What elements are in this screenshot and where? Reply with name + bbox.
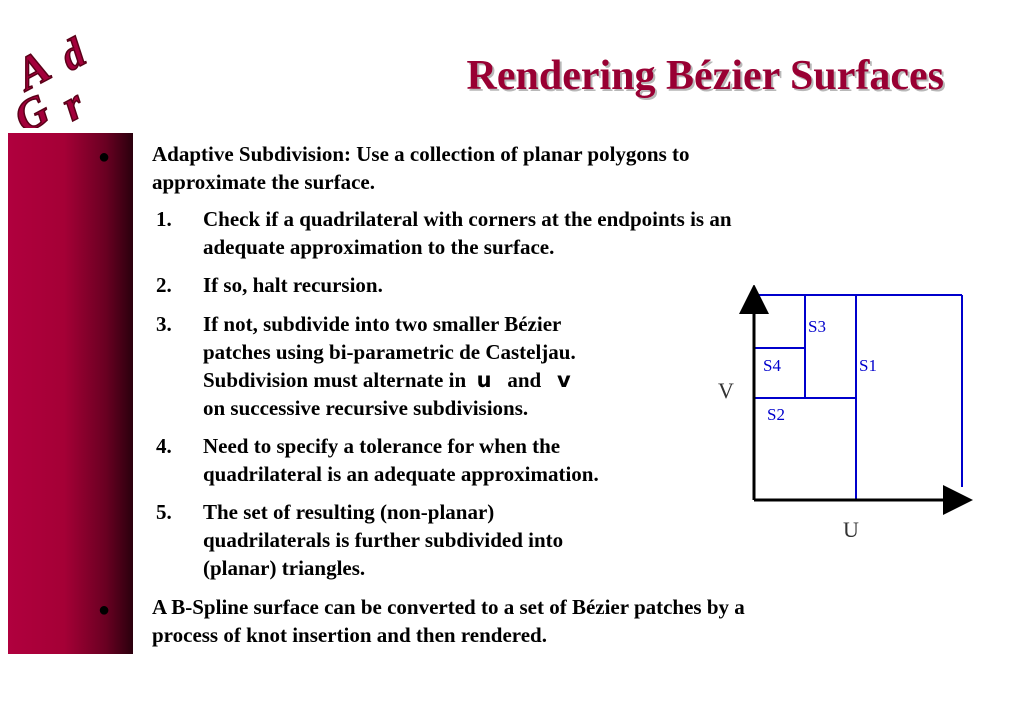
step-1-line-1: Check if a quadrilateral with corners at…: [203, 207, 732, 231]
step-3-line-2: patches using bi-parametric de Casteljau…: [203, 340, 576, 364]
step-number: 5.: [156, 500, 172, 524]
axis-label-v: V: [718, 378, 734, 403]
step-5-line-3: (planar) triangles.: [203, 556, 366, 580]
bullet-1-line-1: Adaptive Subdivision: Use a collection o…: [152, 142, 690, 166]
and-text: and: [507, 368, 542, 392]
region-label-s4: S4: [763, 356, 781, 375]
step-3-line-1: If not, subdivide into two smaller Bézie…: [203, 312, 562, 336]
subdivision-diagram: S3 S4 S1 S2 V U: [718, 285, 973, 542]
region-label-s1: S1: [859, 356, 877, 375]
step-5-text: The set of resulting (non-planar) quadri…: [203, 498, 563, 582]
step-number: 4.: [156, 434, 172, 458]
step-1-line-2: adequate approximation to the surface.: [203, 235, 555, 259]
bullet-1-line-2: approximate the surface.: [152, 170, 375, 194]
u-symbol: u: [476, 368, 492, 392]
bullet-marker: ●: [98, 599, 111, 621]
step-5-line-1: The set of resulting (non-planar): [203, 500, 495, 524]
step-1-text: Check if a quadrilateral with corners at…: [203, 205, 732, 261]
bullet-2-line-2: process of knot insertion and then rende…: [152, 623, 547, 647]
step-number: 1.: [156, 207, 172, 231]
step-number: 3.: [156, 312, 172, 336]
sidebar-bar: [8, 133, 133, 654]
axis-label-u: U: [843, 517, 859, 542]
step-3-line-4: on successive recursive subdivisions.: [203, 396, 529, 420]
region-label-s2: S2: [767, 405, 785, 424]
bullet-2-line-1: A B-Spline surface can be converted to a…: [152, 595, 745, 619]
step-4-line-2: quadrilateral is an adequate approximati…: [203, 462, 599, 486]
step-5-line-2: quadrilaterals is further subdivided int…: [203, 528, 564, 552]
bullet-marker: ●: [98, 146, 111, 168]
region-label-s3: S3: [808, 317, 826, 336]
step-3-line-3: Subdivision must alternate in u and v: [203, 366, 576, 394]
step-3-text: If not, subdivide into two smaller Bézie…: [203, 310, 576, 422]
adgr-logo: A d G r: [4, 29, 95, 128]
patch-lines: [754, 294, 963, 500]
step-3-line-3-text: Subdivision must alternate in: [203, 368, 467, 392]
step-2-text: If so, halt recursion.: [203, 271, 383, 299]
bullet-text-2: A B-Spline surface can be converted to a…: [152, 593, 912, 649]
step-2-line-1: If so, halt recursion.: [203, 273, 383, 297]
page-title: Rendering Bézier Surfaces: [466, 53, 944, 99]
bullet-text-1: Adaptive Subdivision: Use a collection o…: [152, 140, 912, 196]
step-4-line-1: Need to specify a tolerance for when the: [203, 434, 561, 458]
v-symbol: v: [556, 368, 571, 392]
step-4-text: Need to specify a tolerance for when the…: [203, 432, 599, 488]
step-number: 2.: [156, 273, 172, 297]
